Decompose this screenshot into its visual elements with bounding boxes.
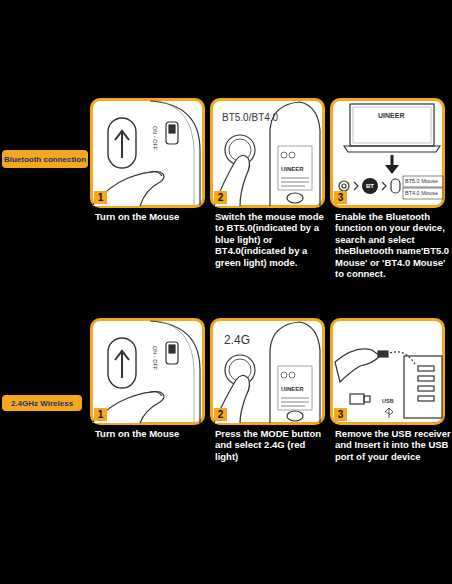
step-panel: 1Turn on the Mouse: [90, 98, 205, 208]
illustration-label: ON - OFF: [152, 126, 158, 150]
step-number: 3: [334, 191, 347, 204]
illustration-label: BT: [366, 183, 374, 189]
step-caption: Press the MODE button and select 2.4G (r…: [215, 428, 331, 462]
step-number: 1: [94, 408, 107, 421]
illustration-label: BT5.0/BT4.0: [222, 113, 278, 123]
step-caption: Turn on the Mouse: [95, 211, 211, 222]
illustration-label: USB: [382, 399, 394, 405]
row-label: 2.4GHz Wireless: [11, 399, 73, 408]
row-tab: Bluetooth connection: [2, 150, 88, 168]
step-caption: Switch the mouse mode to BT5.0(indicated…: [215, 211, 331, 268]
step-caption: Enable the Bluetooth function on your de…: [335, 211, 451, 279]
illustration-label: 2.4G: [224, 334, 250, 346]
row-tab: 2.4GHz Wireless: [2, 395, 82, 411]
step-number: 2: [214, 191, 227, 204]
illustration-label: UINEER: [281, 386, 304, 392]
illustration-label: UINEER: [281, 166, 304, 172]
illustration-label: BT4.0 Mouse: [405, 191, 438, 197]
step-caption: Remove the USB receiver and Insert it in…: [335, 428, 451, 462]
step-number: 1: [94, 191, 107, 204]
illustration-label: UINEER: [378, 112, 404, 119]
step-number: 3: [334, 408, 347, 421]
illustration-label: BT5.0 Mouse: [405, 179, 438, 185]
step-panel: 1Turn on the Mouse: [90, 318, 205, 425]
step-caption: Turn on the Mouse: [95, 428, 211, 439]
step-number: 2: [214, 408, 227, 421]
illustration-label: ON - OFF: [152, 346, 158, 370]
step-panel: 3Remove the USB receiver and Insert it i…: [330, 318, 445, 425]
row-label: Bluetooth connection: [4, 155, 86, 164]
